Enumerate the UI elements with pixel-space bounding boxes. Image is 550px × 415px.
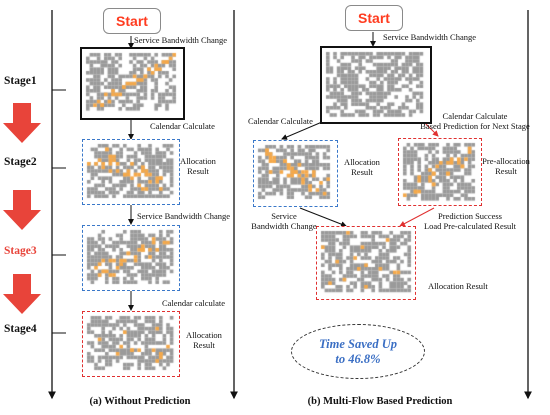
- right-arrow-load: [399, 207, 435, 227]
- right-final-grid: [316, 226, 416, 300]
- right-allocation-result-label: Allocation Result: [344, 157, 380, 177]
- left-calendar-calculate-label: Calendar Calculate: [150, 121, 215, 131]
- right-start-label: Start: [358, 10, 390, 26]
- right-stage1-grid: [320, 46, 432, 124]
- stage2-label: Stage2: [4, 156, 37, 168]
- right-allocation-grid: [253, 140, 338, 207]
- stage4-label: Stage4: [4, 323, 37, 335]
- left-calendar-calculate-label-2: Calendar calculate: [162, 298, 226, 308]
- left-stage2-grid: [82, 139, 180, 205]
- right-calendar-prediction-label: Calendar Calculate Based Prediction for …: [420, 111, 530, 131]
- left-allocation-result-label-1: Allocation Result: [180, 156, 216, 176]
- stage1-label: Stage1: [4, 75, 37, 87]
- left-allocation-result-label-2: Allocation Result: [186, 330, 222, 350]
- right-preallocation-result-label: Pre-allocation Result: [482, 156, 530, 176]
- stage-arrow-3: [3, 274, 41, 314]
- left-start-box: Start: [103, 8, 161, 34]
- left-service-bandwidth-change-label: Service Bandwidth Change: [134, 35, 228, 45]
- left-stage1-grid: [80, 47, 185, 120]
- left-stage3-grid: [82, 225, 180, 291]
- left-stage4-grid: [82, 311, 180, 377]
- stage-arrow-1: [3, 103, 41, 143]
- stage3-label: Stage3: [4, 245, 37, 257]
- right-arrow-prediction: [423, 121, 439, 137]
- left-caption: (a) Without Prediction: [89, 396, 191, 407]
- time-saved-ellipse: Time Saved Up to 46.8%: [291, 324, 425, 379]
- right-caption: (b) Multi-Flow Based Prediction: [307, 396, 453, 407]
- right-preallocation-grid: [398, 138, 482, 206]
- right-allocation-result-final-label: Allocation Result: [428, 281, 488, 291]
- right-arrow-calendar: [281, 121, 323, 140]
- left-start-label: Start: [116, 13, 148, 29]
- right-prediction-success-label: Prediction Success Load Pre-calculated R…: [423, 211, 517, 231]
- right-service-bandwidth-change-label: Service Bandwidth Change: [383, 32, 477, 42]
- right-calendar-calculate-label: Calendar Calculate: [248, 116, 313, 126]
- stage-arrow-2: [3, 190, 41, 230]
- right-arrow-bandwidth: [299, 207, 347, 227]
- time-saved-text: Time Saved Up to 46.8%: [319, 336, 397, 366]
- right-service-bandwidth-change-label-2: Service Bandwidth Change: [251, 211, 317, 231]
- left-service-bandwidth-change-label-2: Service Bandwidth Change: [137, 211, 231, 221]
- right-start-box: Start: [345, 5, 403, 31]
